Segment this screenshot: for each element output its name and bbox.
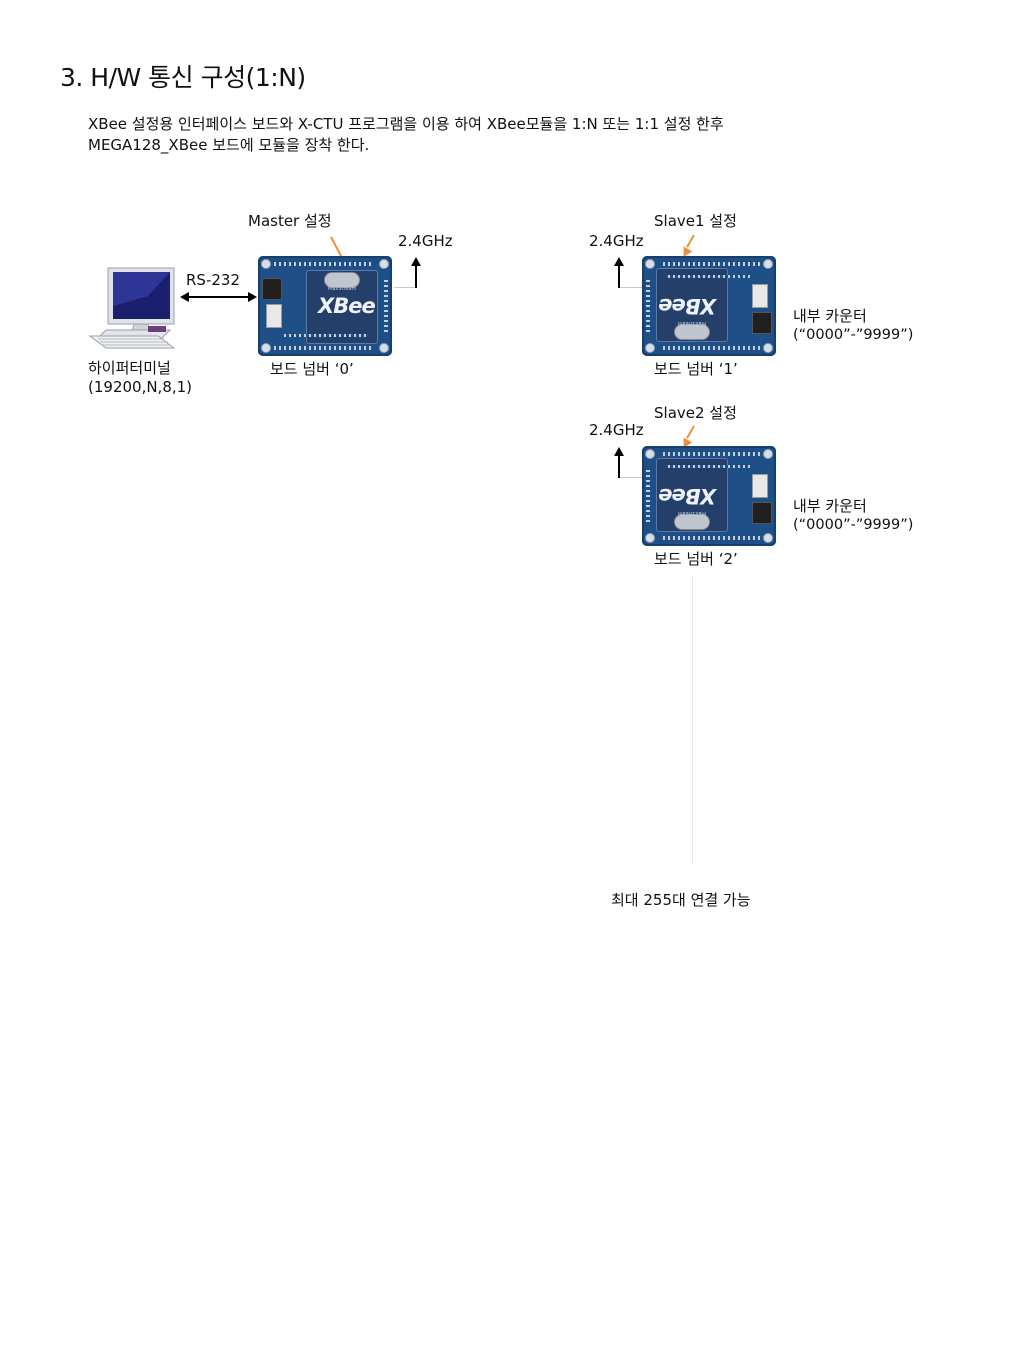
slave1-board-image: MaxStream XBee <box>642 256 776 356</box>
description-line-2: MEGA128_XBee 보드에 모듈을 장착 한다. <box>88 136 370 154</box>
computer-terminal-icon <box>88 266 184 352</box>
master-antenna-label: 2.4GHz <box>398 232 453 250</box>
slave1-antenna-line <box>618 265 620 288</box>
slave2-antenna-line <box>618 455 620 478</box>
slave2-board-label: 보드 넘버 ‘2’ <box>654 550 738 568</box>
slave2-board-image: MaxStream XBee <box>642 446 776 546</box>
slave2-pointer-line <box>686 425 695 439</box>
continuation-line <box>692 577 693 863</box>
master-board-brand: XBee <box>318 294 376 318</box>
master-setting-label: Master 설정 <box>248 212 332 230</box>
slave2-board-maker: MaxStream <box>677 510 706 516</box>
max-connections-label: 최대 255대 연결 가능 <box>611 891 751 909</box>
slave1-board-brand: XBee <box>659 294 716 318</box>
slave1-pointer-line <box>686 234 695 248</box>
description-line-1: XBee 설정용 인터페이스 보드와 X-CTU 프로그램을 이용 하여 XBe… <box>88 115 724 133</box>
slave1-antenna-arrow <box>614 257 624 266</box>
master-board-label: 보드 넘버 ‘0’ <box>270 360 354 378</box>
terminal-settings: (19200,N,8,1) <box>88 378 193 396</box>
slave2-board-brand: XBee <box>659 484 716 508</box>
page-title: 3. H/W 통신 구성(1:N) <box>60 63 306 92</box>
slave2-counter-range: (“0000”-”9999”) <box>793 517 914 533</box>
slave2-setting-label: Slave2 설정 <box>654 404 737 422</box>
slave2-antenna-connector <box>619 477 643 478</box>
slave1-counter-label: 내부 카운터 <box>793 307 867 325</box>
slave1-board-label: 보드 넘버 ‘1’ <box>654 360 738 378</box>
slave1-board-maker: MaxStream <box>677 320 706 326</box>
master-antenna-line <box>415 265 417 288</box>
slave1-antenna-label: 2.4GHz <box>589 232 644 250</box>
terminal-name: 하이퍼터미널 <box>88 359 171 377</box>
master-antenna-arrow <box>411 257 421 266</box>
slave1-counter-range: (“0000”-”9999”) <box>793 327 914 343</box>
rs232-link-line <box>188 296 248 298</box>
rs232-label: RS-232 <box>186 271 240 289</box>
rs232-arrow-left <box>180 292 189 302</box>
slave2-antenna-label: 2.4GHz <box>589 421 644 439</box>
master-board-image: MaxStream XBee <box>258 256 392 356</box>
slave2-counter-label: 내부 카운터 <box>793 497 867 515</box>
rs232-arrow-right <box>248 292 257 302</box>
master-antenna-connector <box>394 287 416 288</box>
slave1-antenna-connector <box>619 287 643 288</box>
master-board-maker: MaxStream <box>328 286 357 292</box>
slave2-antenna-arrow <box>614 447 624 456</box>
slave1-setting-label: Slave1 설정 <box>654 212 737 230</box>
